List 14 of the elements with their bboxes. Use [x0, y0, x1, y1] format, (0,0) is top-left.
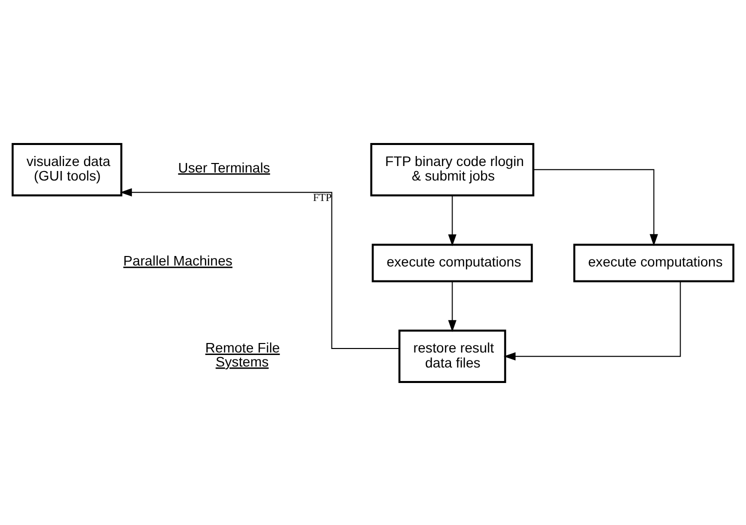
arrow	[448, 280, 456, 332]
label: Remote File Systems	[205, 339, 280, 369]
arrow	[120, 188, 400, 348]
arrow	[448, 194, 456, 246]
label: User Terminals	[178, 158, 270, 175]
node-box: FTP binary code rlogin & submit jobs	[370, 142, 534, 196]
edge-label: FTP	[313, 191, 332, 204]
arrow	[504, 280, 681, 360]
arrow	[532, 168, 658, 246]
node-box: execute computations	[372, 243, 533, 282]
node-box: visualize data (GUI tools)	[12, 142, 122, 196]
label: Parallel Machines	[123, 252, 232, 268]
node-box: restore result data files	[398, 329, 506, 383]
node-box: execute computations	[573, 243, 734, 282]
